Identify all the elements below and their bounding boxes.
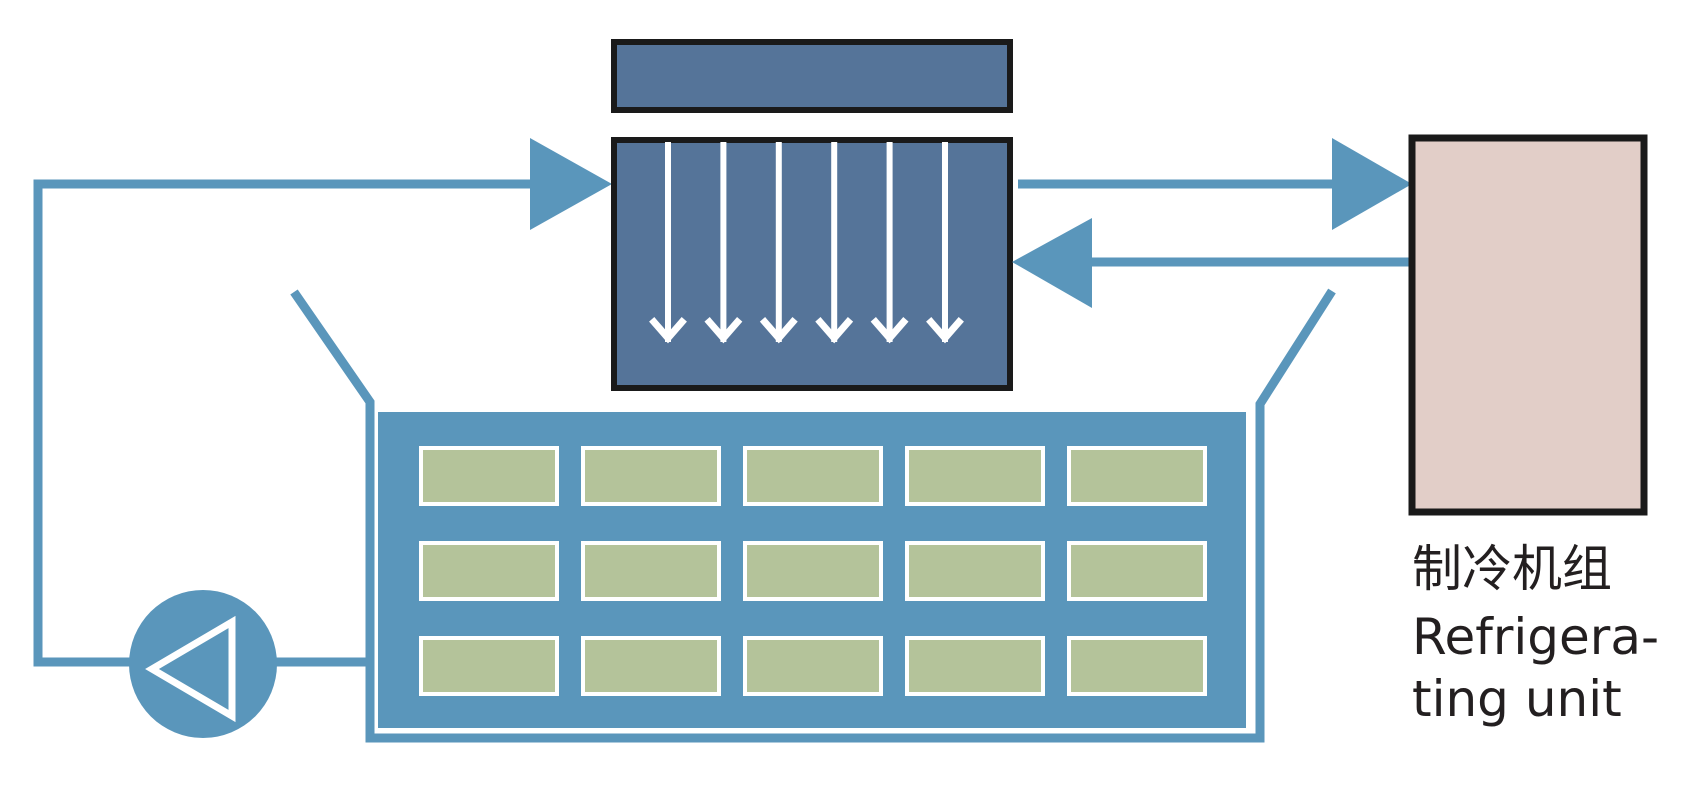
tank-tile [743,636,883,696]
tank-tile [419,446,559,506]
down-arrow-icon [926,142,964,344]
refrigerating-unit-label-en: Refrigera- ting unit [1412,606,1659,730]
refrigerating-unit-box [1408,134,1648,516]
tank-tile [905,636,1045,696]
pump-to-cooler-pipe [33,179,540,667]
refrigerating-unit-label-cn: 制冷机组 [1412,540,1612,598]
tank-tile [581,636,721,696]
pipe-arrow-into-cooler [530,138,612,230]
down-arrow-icon [704,142,743,344]
tank-tile [419,541,559,601]
pump [129,590,277,738]
tank-tile [1067,446,1207,506]
refrigerating-unit-label-en-line2: ting unit [1412,670,1622,728]
cooler-top-bar [611,39,1013,113]
tank-tiles [419,446,1207,696]
pump-triangle-icon [145,615,236,723]
cooling-flow-arrows [649,142,964,344]
tank-tile [1067,541,1207,601]
cooling-unit [611,137,1013,391]
pump-body [129,590,277,738]
tank-tile [905,541,1045,601]
tank-tile [905,446,1045,506]
tank-tile [743,446,883,506]
tank-tile [419,636,559,696]
down-arrow-icon [870,142,909,344]
tank-funnel-outline [290,288,1336,743]
down-arrow-icon [815,142,854,344]
pipe-arrow-into-refrigerator [1332,138,1412,230]
tank-tile [581,541,721,601]
refrigerating-unit-label-en-line1: Refrigera- [1412,608,1660,666]
down-arrow-icon [649,142,687,344]
down-arrow-icon [759,142,798,344]
tank-tile [1067,636,1207,696]
tank-tile [743,541,883,601]
tank-tile [581,446,721,506]
pipe-arrow-into-cooler-return [1012,218,1092,308]
